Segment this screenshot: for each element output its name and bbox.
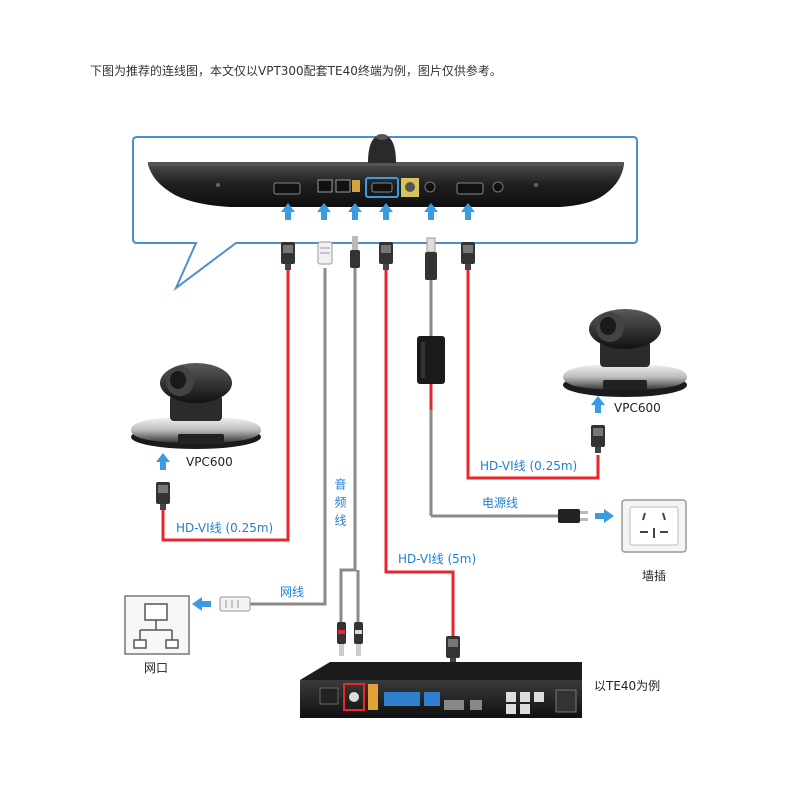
hdvi-cable-left bbox=[161, 268, 290, 542]
label-vpc600-right: VPC600 bbox=[614, 401, 661, 415]
caption: 下图为推荐的连线图，本文仅以VPT300配套TE40终端为例，图片仅供参考。 bbox=[90, 64, 502, 78]
wall-socket bbox=[621, 499, 687, 553]
label-network-port: 网口 bbox=[144, 661, 168, 675]
vpc600-camera-right bbox=[563, 309, 687, 397]
network-port-icon bbox=[124, 595, 190, 655]
label-hdvi-5m: HD-VI线 (5m) bbox=[398, 552, 476, 566]
rj45-plug-top bbox=[317, 241, 333, 265]
vpt300-device bbox=[148, 134, 624, 207]
label-te40-example: 以TE40为例 bbox=[594, 679, 660, 693]
audio-plug-top bbox=[350, 236, 360, 268]
label-wall-socket: 墙插 bbox=[642, 569, 666, 583]
hdvi-cable-right bbox=[466, 268, 600, 480]
te40-terminal bbox=[300, 662, 582, 718]
hdvi-cable-5m bbox=[384, 268, 455, 636]
audio-plugs-te40 bbox=[337, 622, 363, 656]
vpc600-camera-left bbox=[131, 363, 261, 449]
label-audio-cable: 音频线 bbox=[333, 477, 347, 532]
power-plug-top bbox=[425, 237, 437, 280]
network-cable bbox=[250, 268, 327, 606]
label-power-cable: 电源线 bbox=[482, 496, 518, 510]
rj45-plug-end bbox=[219, 596, 251, 612]
power-plug-end bbox=[558, 509, 588, 523]
speech-bubble bbox=[132, 136, 638, 292]
label-hdvi-left: HD-VI线 (0.25m) bbox=[176, 521, 273, 535]
audio-cable bbox=[339, 268, 357, 622]
label-network-cable: 网线 bbox=[280, 585, 304, 599]
label-hdvi-right: HD-VI线 (0.25m) bbox=[480, 459, 577, 473]
label-vpc600-left: VPC600 bbox=[186, 455, 233, 469]
